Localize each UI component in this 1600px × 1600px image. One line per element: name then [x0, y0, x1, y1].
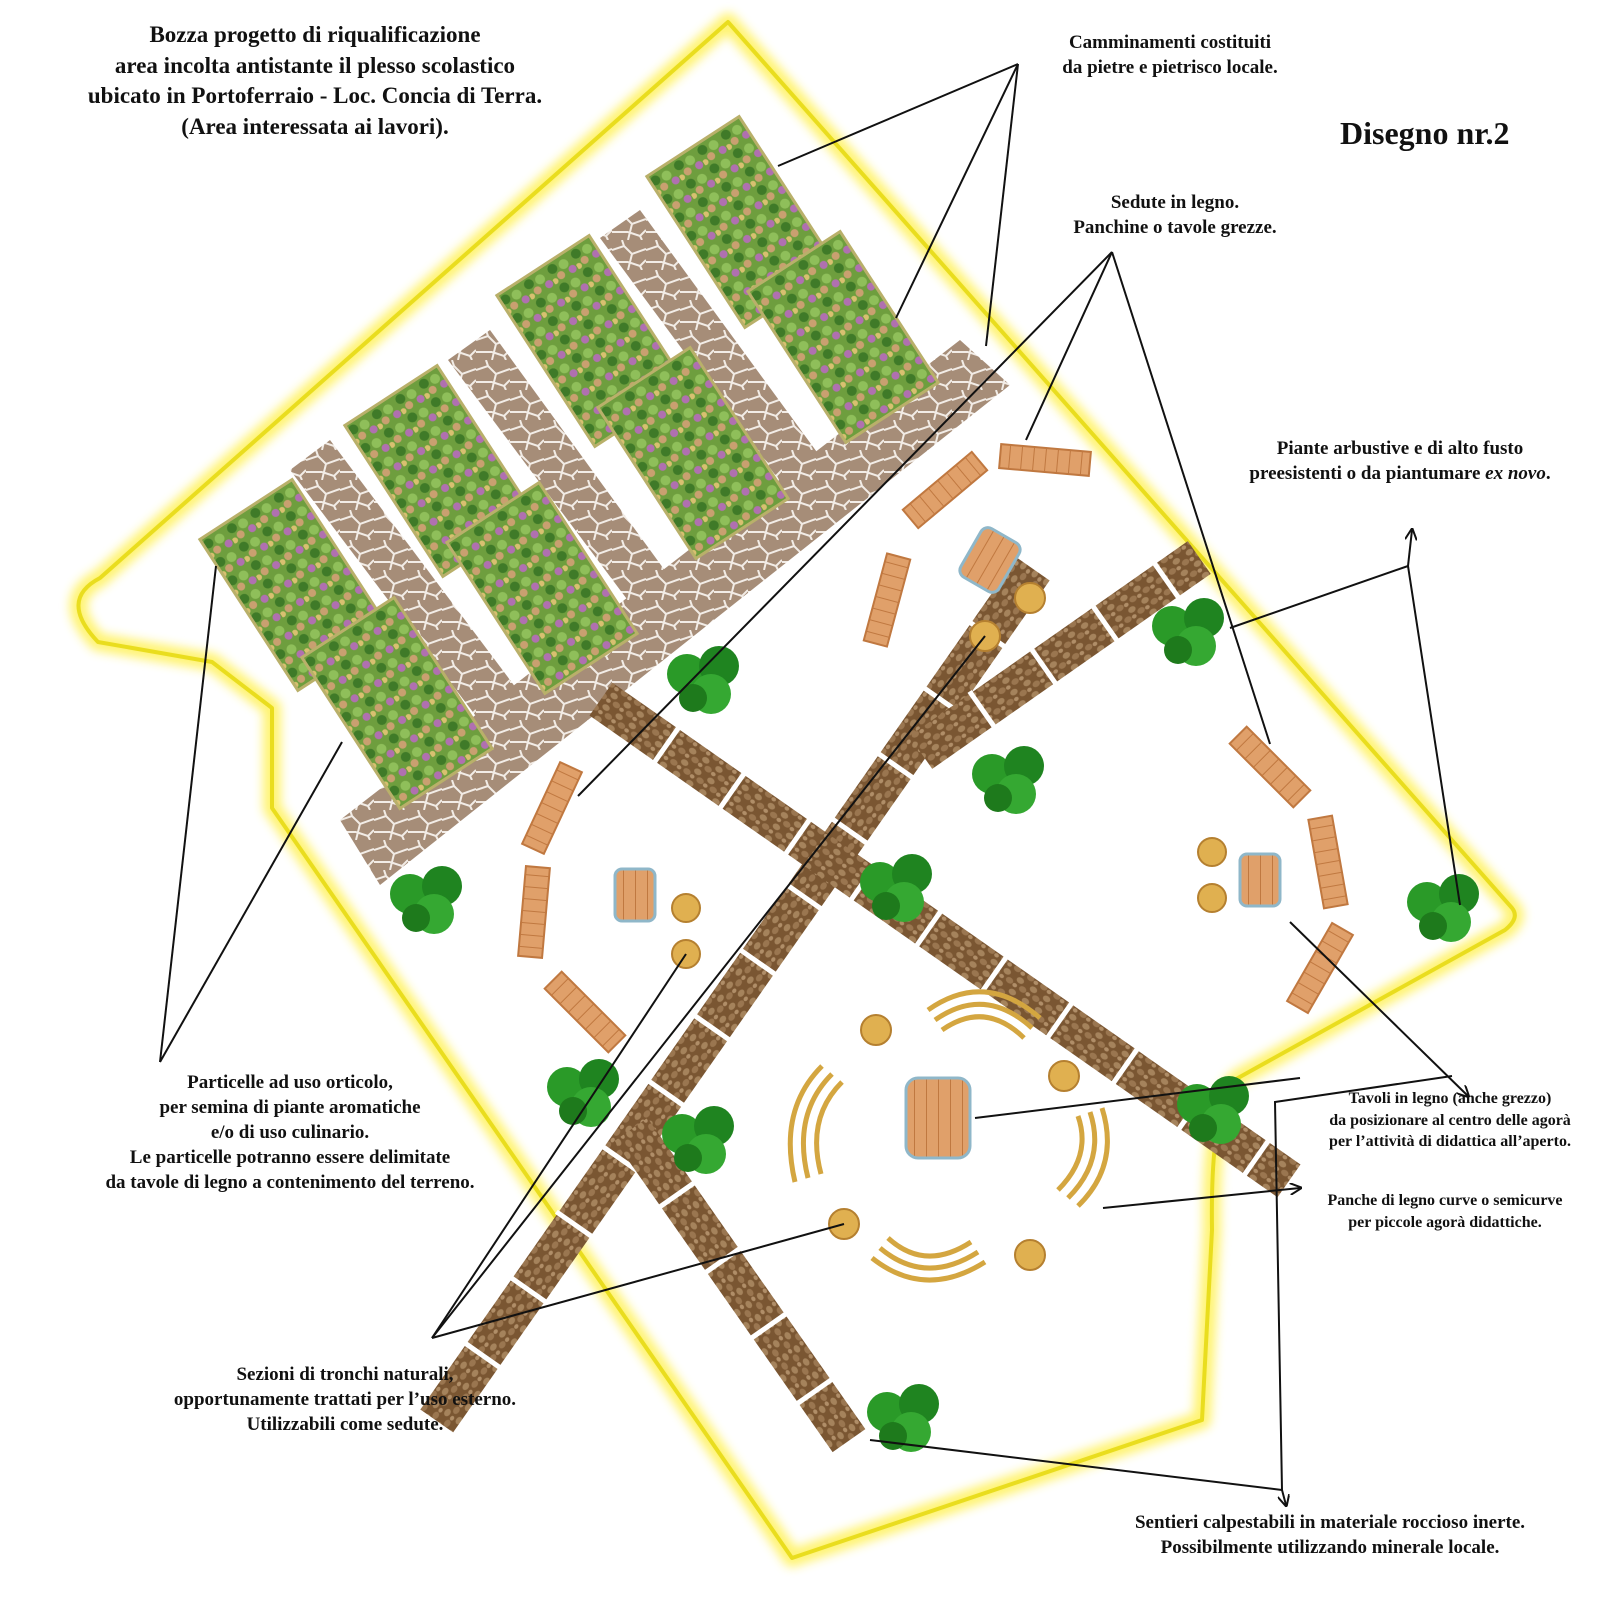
wooden-benches: [517, 443, 1355, 1054]
label-line: Panchine o tavole grezze.: [1073, 217, 1277, 239]
curved-benches: [787, 989, 1110, 1283]
garden-plots: [197, 114, 941, 811]
project-title: Bozza progetto di riqualificazione area …: [20, 20, 610, 142]
title-line: Bozza progetto di riqualificazione: [149, 22, 481, 47]
label-line: opportunamente trattati per l’uso estern…: [173, 1389, 517, 1411]
label-line: Utilizzabili come sedute.: [246, 1414, 444, 1436]
label-log-seats: Sezioni di tronchi naturali, opportuname…: [120, 1362, 570, 1437]
label-line: Sedute in legno.: [1110, 192, 1240, 213]
label-garden-plots: Particelle ad uso orticolo, per semina d…: [35, 1070, 545, 1195]
label-line: e/o di uso culinario.: [210, 1122, 370, 1144]
label-line: Sentieri calpestabili in materiale rocci…: [1134, 1512, 1526, 1533]
label-stone-trails: Sentieri calpestabili in materiale rocci…: [1070, 1510, 1590, 1560]
leader-lines: [159, 63, 1468, 1505]
label-text: .: [1545, 463, 1551, 485]
log-seats: [671, 582, 1227, 1271]
title-line: area incolta antistante il plesso scolas…: [114, 52, 516, 78]
wooden-tables: [613, 526, 1282, 1160]
label-line: da posizionare al centro delle agorà: [1329, 1111, 1571, 1129]
label-text: preesistenti o da piantumare: [1249, 463, 1486, 485]
label-line: per piccole agorà didattiche.: [1348, 1213, 1542, 1231]
label-line: Piante arbustive e di alto fusto: [1276, 438, 1524, 459]
label-line: da tavole di legno a contenimento del te…: [105, 1172, 475, 1194]
label-wooden-tables: Tavoli in legno (anche grezzo) da posizi…: [1300, 1088, 1600, 1153]
label-line: Panche di legno curve o semicurve: [1327, 1192, 1563, 1209]
label-line: Sezioni di tronchi naturali,: [236, 1364, 454, 1385]
label-line: da pietre e pietrisco locale.: [1062, 57, 1278, 79]
label-line: Particelle ad uso orticolo,: [187, 1072, 393, 1093]
label-line: Le particelle potranno essere delimitate: [129, 1147, 451, 1169]
label-curved-benches: Panche di legno curve o semicurve per pi…: [1295, 1190, 1595, 1233]
label-shrubs-trees: Piante arbustive e di alto fusto preesis…: [1200, 436, 1600, 486]
work-area-boundary: [69, 13, 1524, 1567]
label-line: per l’attività di didattica all’aperto.: [1329, 1133, 1571, 1151]
label-line: per semina di piante aromatiche: [159, 1097, 421, 1119]
title-line: (Area interessata ai lavori).: [181, 113, 449, 139]
label-italic-text: ex novo: [1485, 463, 1546, 485]
label-wooden-seating: Sedute in legno. Panchine o tavole grezz…: [1030, 190, 1320, 240]
label-line: Camminamenti costituiti: [1068, 32, 1272, 53]
label-walkways: Camminamenti costituiti da pietre e piet…: [1020, 30, 1320, 80]
label-line: preesistenti o da piantumare ex novo.: [1200, 461, 1600, 486]
title-line: ubicato in Portoferraio - Loc. Concia di…: [87, 83, 543, 109]
label-line: Tavoli in legno (anche grezzo): [1348, 1090, 1552, 1107]
drawing-number: Disegno nr.2: [1340, 115, 1510, 151]
label-line: Possibilmente utilizzando minerale local…: [1160, 1537, 1500, 1559]
stone-trails: [420, 541, 1301, 1453]
flagstone-walkways: [290, 210, 1010, 885]
